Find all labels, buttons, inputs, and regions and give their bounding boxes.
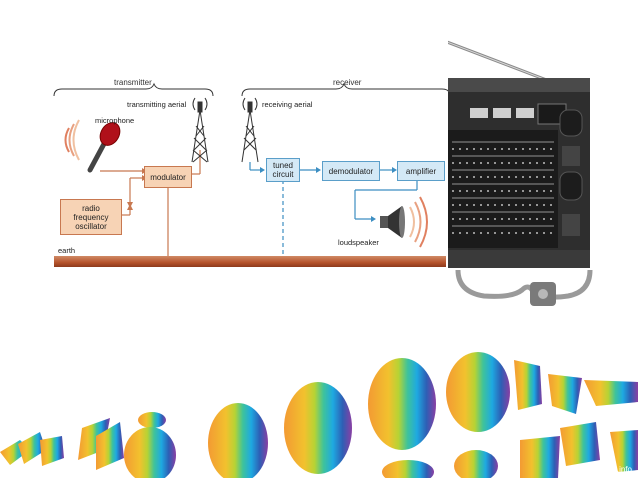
earth-label: earth [58,246,76,255]
tuned-label-1: tuned [272,161,294,170]
watermark: www.fppt.info [584,465,632,474]
portable-radio-image [448,40,593,306]
modulator-box: modulator [144,166,192,188]
loudspeaker-icon [380,196,428,248]
receiving-aerial-icon [241,97,259,163]
transmitting-aerial-label: transmitting aerial [127,100,187,109]
loudspeaker-label: loudspeaker [338,238,379,247]
modulator-label: modulator [150,172,186,182]
transmitting-aerial-icon [191,97,209,163]
oscillator-label-1: radio [82,203,100,213]
receiver-bracket [241,82,450,97]
tuning-dial [448,130,558,248]
receiver-label: receiver [333,78,362,87]
tuned-circuit-box: tuned circuit [266,158,300,182]
transmitter-bracket [53,82,214,97]
oscillator-label-2: frequency [73,212,109,222]
microphone-label: microphone [95,116,135,125]
transmitter-label: transmitter [114,78,152,87]
radio-block-diagram: transmitter receiver transmitting aerial… [50,70,450,270]
oscillator-label-3: oscillator [75,221,107,231]
demodulator-label: demodulator [328,166,374,176]
earth-ground-bar [54,256,446,267]
microphone-icon [64,119,121,173]
diagram-lines [53,82,450,257]
amplifier-box: amplifier [397,161,445,181]
receiving-aerial-label: receiving aerial [262,100,313,109]
radio-stand [455,269,593,300]
oscillator-box: radio frequency oscillator [60,199,122,235]
decorative-color-wave [0,352,638,478]
demodulator-box: demodulator [322,161,380,181]
amplifier-label: amplifier [405,166,437,176]
tuned-label-2: circuit [272,170,294,179]
